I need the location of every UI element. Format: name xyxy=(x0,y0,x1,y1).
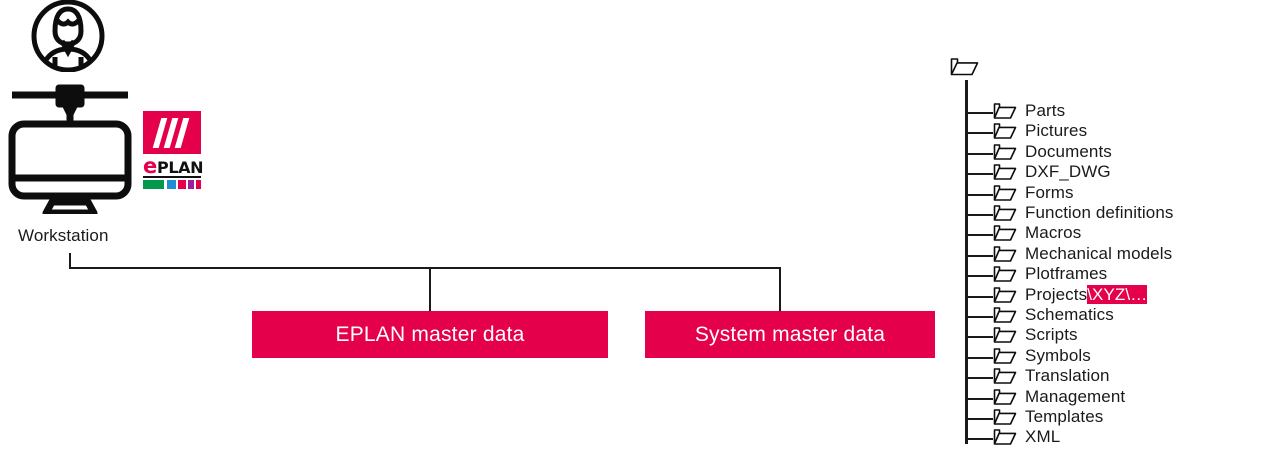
connector-drop-eplan-master-data xyxy=(429,267,431,312)
tree-trunk-line xyxy=(965,80,968,444)
folder-icon xyxy=(993,183,1017,208)
folder-label: Pictures xyxy=(1025,121,1088,141)
tree-branch-line xyxy=(967,173,993,176)
tree-branch-line xyxy=(967,193,993,196)
folder-icon xyxy=(993,223,1017,248)
folder-label: DXF_DWG xyxy=(1025,162,1111,182)
logo-bar-blue xyxy=(167,180,176,189)
logo-bar-gap4 xyxy=(194,180,196,189)
tree-branch-line xyxy=(967,275,993,278)
system-master-data-box[interactable]: System master data xyxy=(645,311,935,358)
eplan-master-data-box[interactable]: EPLAN master data xyxy=(252,311,608,358)
folder-label: Schematics xyxy=(1025,305,1114,324)
tree-branch-line xyxy=(967,234,993,237)
folder-icon xyxy=(993,142,1017,167)
tree-branch-line xyxy=(967,418,993,420)
folder-label: XML xyxy=(1025,427,1061,447)
tree-branch-line xyxy=(967,356,993,359)
monitor-icon xyxy=(2,82,138,217)
folder-label: Symbols xyxy=(1025,345,1091,365)
logo-bar-purple xyxy=(188,180,194,189)
folder-label: Function definitions xyxy=(1025,203,1174,222)
tree-branch-line xyxy=(967,397,993,400)
eplan-wordmark-e: e xyxy=(143,154,158,178)
connector-drop-system-master-data xyxy=(779,267,781,312)
tree-branch-line xyxy=(967,132,993,135)
logo-bar-gap3 xyxy=(186,180,188,189)
eplan-wordmark-underline xyxy=(143,176,201,178)
folder-icon xyxy=(993,285,1017,310)
workstation-label: Workstation xyxy=(18,226,109,245)
folder-label: Documents xyxy=(1025,141,1112,161)
folder-label: Forms xyxy=(1025,182,1074,202)
folder-icon xyxy=(993,366,1017,391)
user-avatar-icon xyxy=(22,0,114,73)
folder-label: Translation xyxy=(1025,366,1110,386)
eplan-logo-mark xyxy=(143,111,201,154)
folder-label: Macros xyxy=(1025,223,1082,243)
eplan-wordmark-plan: PLAN xyxy=(157,158,204,177)
tree-branch-line xyxy=(967,438,993,441)
logo-bar-gap2 xyxy=(176,180,178,189)
folder-icon xyxy=(993,387,1017,412)
connector-horizontal-bus xyxy=(69,267,781,269)
root-folder-icon[interactable] xyxy=(950,56,980,83)
folder-label: Templates xyxy=(1025,407,1104,426)
folder-icon xyxy=(993,427,1017,452)
tree-branch-line xyxy=(967,336,993,339)
folder-label: Mechanical models xyxy=(1025,243,1173,263)
folder-label: Plotframes xyxy=(1025,264,1108,284)
tree-branch-line xyxy=(967,112,993,114)
logo-bar-crimson xyxy=(178,180,186,189)
folder-label-highlight: \XYZ\… xyxy=(1087,284,1148,304)
folder-icon xyxy=(993,244,1017,269)
tree-branch-line xyxy=(967,295,993,298)
connector-workstation-drop xyxy=(69,253,71,269)
folder-icon xyxy=(993,305,1017,330)
tree-branch-line xyxy=(967,316,993,318)
folder-label: Management xyxy=(1025,386,1126,406)
folder-label: Projects\XYZ\… xyxy=(1025,284,1148,304)
tree-branch-line xyxy=(967,377,993,380)
eplan-wordmark: e PLAN xyxy=(143,154,204,178)
eplan-logo: e PLAN xyxy=(143,111,204,189)
folder-icon xyxy=(993,121,1017,146)
folder-icon xyxy=(993,264,1017,289)
folder-icon xyxy=(993,346,1017,371)
logo-bar-gap xyxy=(164,180,167,189)
folder-icon xyxy=(993,407,1017,432)
tree-branch-line xyxy=(967,214,993,216)
folder-icon xyxy=(993,162,1017,187)
folder-icon xyxy=(993,101,1017,126)
tree-branch-line xyxy=(967,152,993,155)
folder-icon xyxy=(993,325,1017,350)
folder-icon xyxy=(993,203,1017,228)
logo-bar-green xyxy=(143,180,164,189)
logo-bar-crimson2 xyxy=(196,180,201,189)
tree-branch-line xyxy=(967,254,993,257)
folder-label: Scripts xyxy=(1025,325,1078,345)
eplan-logo-colorbars xyxy=(143,180,201,189)
folder-label: Parts xyxy=(1025,101,1066,120)
